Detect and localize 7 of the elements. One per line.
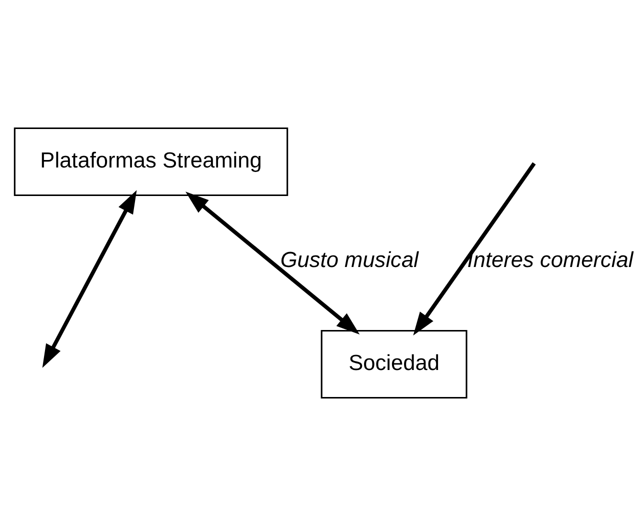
arrow bbox=[413, 162, 536, 336]
arrow bbox=[186, 192, 360, 334]
arrow bbox=[42, 190, 137, 368]
node-box: Plataformas Streaming bbox=[14, 127, 288, 196]
node-box: Sociedad bbox=[320, 330, 468, 399]
edge-label: Gusto musical bbox=[280, 247, 418, 272]
edge-label: Interes comercial bbox=[467, 247, 634, 272]
